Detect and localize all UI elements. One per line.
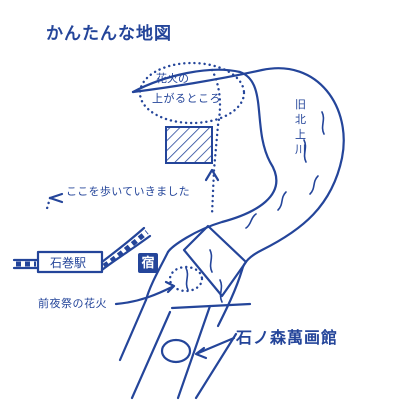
inn-marker: 宿 bbox=[138, 253, 158, 273]
railway bbox=[12, 226, 152, 274]
walk-route-arrow-left bbox=[48, 192, 64, 204]
river-left-bank bbox=[131, 68, 278, 254]
eve-fireworks-label: 前夜祭の花火 bbox=[38, 297, 107, 310]
walk-route-label: ここを歩いていきました bbox=[66, 185, 190, 198]
river-label: 旧北上川 bbox=[295, 98, 306, 156]
fireworks-area bbox=[138, 61, 246, 125]
river-banks bbox=[131, 67, 345, 328]
river-ripples bbox=[185, 111, 325, 303]
roads bbox=[118, 298, 252, 400]
hatched-building bbox=[165, 126, 213, 164]
walk-route-arrow-top bbox=[204, 168, 220, 182]
river-island bbox=[182, 224, 248, 298]
river-lower-left-bank bbox=[144, 250, 170, 302]
eve-fireworks-area bbox=[168, 265, 204, 293]
walk-route bbox=[210, 68, 222, 217]
river-right-bank bbox=[131, 67, 345, 272]
eve-fireworks-arrow bbox=[114, 280, 176, 306]
page-title: かんたんな地図 bbox=[46, 24, 172, 44]
walk-route-left bbox=[44, 196, 52, 214]
river-lower-right-bank bbox=[216, 268, 244, 328]
station-label: 石巻駅 bbox=[50, 256, 87, 270]
museum-arrow bbox=[194, 336, 236, 360]
museum-label: 石ノ森萬画館 bbox=[236, 328, 339, 347]
fireworks-label-line2: 上がるところ bbox=[152, 92, 221, 105]
museum-dome bbox=[160, 338, 192, 364]
fireworks-label-line1: 花火の bbox=[156, 72, 189, 85]
